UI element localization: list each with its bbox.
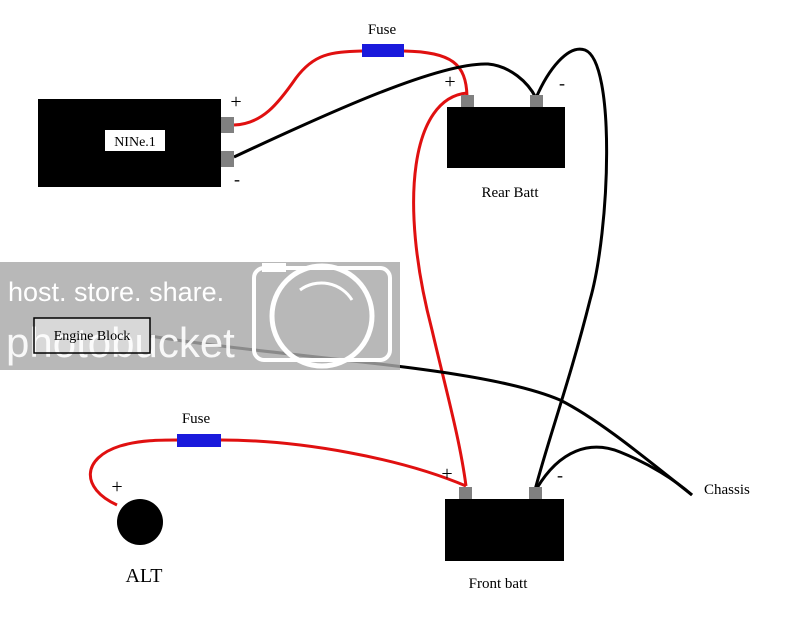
wire-amp-to-fuse bbox=[233, 49, 363, 127]
rear-battery: + - Rear Batt bbox=[444, 71, 565, 201]
front-battery-pos-sign: + bbox=[441, 463, 452, 485]
front-battery-neg-terminal bbox=[529, 487, 542, 499]
wire-rear-pos-to-front-pos bbox=[412, 91, 468, 487]
fuse-top bbox=[362, 44, 404, 57]
front-battery-pos-terminal bbox=[459, 487, 472, 499]
fuse-bottom bbox=[177, 434, 221, 447]
engine-block-box bbox=[33, 317, 151, 354]
amplifier-label-box bbox=[105, 130, 165, 151]
rear-battery-neg-sign: - bbox=[559, 73, 565, 93]
watermark-camera-lens bbox=[269, 263, 375, 369]
front-battery-neg-sign: - bbox=[557, 465, 563, 485]
amplifier-label: NINe.1 bbox=[114, 135, 156, 150]
alternator: + ALT bbox=[111, 476, 163, 587]
fuse-bottom-label: Fuse bbox=[182, 411, 211, 427]
rear-battery-pos-terminal bbox=[461, 95, 474, 107]
amplifier-neg-sign: - bbox=[234, 169, 240, 189]
wire-amp-neg-to-rear-neg bbox=[233, 62, 538, 159]
front-battery-label: Front batt bbox=[469, 576, 529, 592]
watermark-camera-lens-highlight bbox=[299, 281, 354, 301]
engine-block-label: Engine Block bbox=[54, 329, 131, 344]
wire-fuse-to-front-pos bbox=[220, 438, 467, 488]
wire-alt-to-fuse bbox=[88, 438, 179, 507]
alternator-body bbox=[117, 499, 163, 545]
engine-block: Engine Block bbox=[33, 317, 151, 354]
chassis-label: Chassis bbox=[704, 482, 750, 498]
watermark-line-1: host. store. share. bbox=[8, 277, 224, 307]
front-battery-body bbox=[445, 499, 564, 561]
watermark-band bbox=[0, 262, 400, 370]
wire-rear-neg-to-front-neg bbox=[533, 47, 609, 491]
positive-wires bbox=[88, 49, 469, 507]
amplifier-pos-sign: + bbox=[230, 91, 241, 113]
rear-battery-body bbox=[447, 107, 565, 168]
fuse-top-label: Fuse bbox=[368, 22, 397, 38]
watermark-line-2: photobucket bbox=[6, 319, 235, 366]
rear-battery-neg-terminal bbox=[530, 95, 543, 107]
rear-battery-label: Rear Batt bbox=[481, 185, 539, 201]
alternator-pos-sign: + bbox=[111, 476, 122, 498]
wire-fuse-to-rear-pos bbox=[403, 49, 469, 97]
amplifier: NINe.1 + - bbox=[38, 91, 242, 189]
front-battery: + - Front batt bbox=[441, 463, 564, 592]
photobucket-watermark: host. store. share. photobucket bbox=[0, 262, 400, 370]
alternator-label: ALT bbox=[125, 565, 162, 587]
rear-battery-pos-sign: + bbox=[444, 71, 455, 93]
amplifier-pos-terminal bbox=[221, 117, 234, 133]
watermark-camera-flash bbox=[262, 263, 286, 272]
amplifier-neg-terminal bbox=[221, 151, 234, 167]
